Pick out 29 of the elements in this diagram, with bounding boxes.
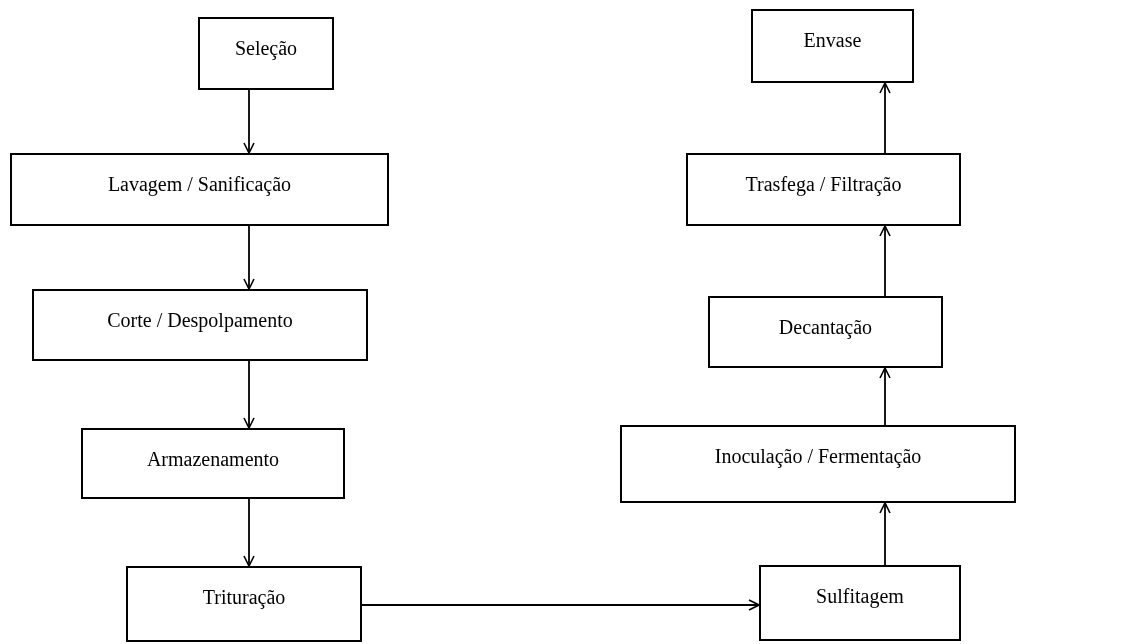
process-box (751, 9, 914, 83)
step-label: Envase (803, 29, 862, 52)
process-box (81, 428, 345, 499)
arrow (879, 82, 891, 154)
process-box (708, 296, 943, 368)
step-label: Seleção (234, 37, 298, 60)
process-box (759, 565, 961, 641)
arrow (243, 360, 255, 429)
process-box (686, 153, 961, 226)
process-box (32, 289, 368, 361)
arrow (243, 498, 255, 567)
step-label: Lavagem / Sanificação (107, 173, 292, 196)
step-label: Corte / Despolpamento (107, 309, 293, 332)
arrow (361, 599, 760, 611)
step-label: Sulfitagem (816, 585, 904, 608)
process-box (620, 425, 1016, 503)
arrow (243, 225, 255, 290)
arrow (879, 502, 891, 566)
step-label: Armazenamento (146, 448, 280, 471)
process-box (198, 17, 334, 90)
step-label: Inoculação / Fermentação (714, 445, 922, 468)
step-label: Trasfega / Filtração (745, 173, 902, 196)
step-label: Decantação (778, 316, 873, 339)
process-box (126, 566, 362, 642)
arrow (879, 225, 891, 297)
arrow (243, 89, 255, 154)
step-label: Trituração (202, 586, 286, 609)
process-box (10, 153, 389, 226)
arrow (879, 367, 891, 426)
